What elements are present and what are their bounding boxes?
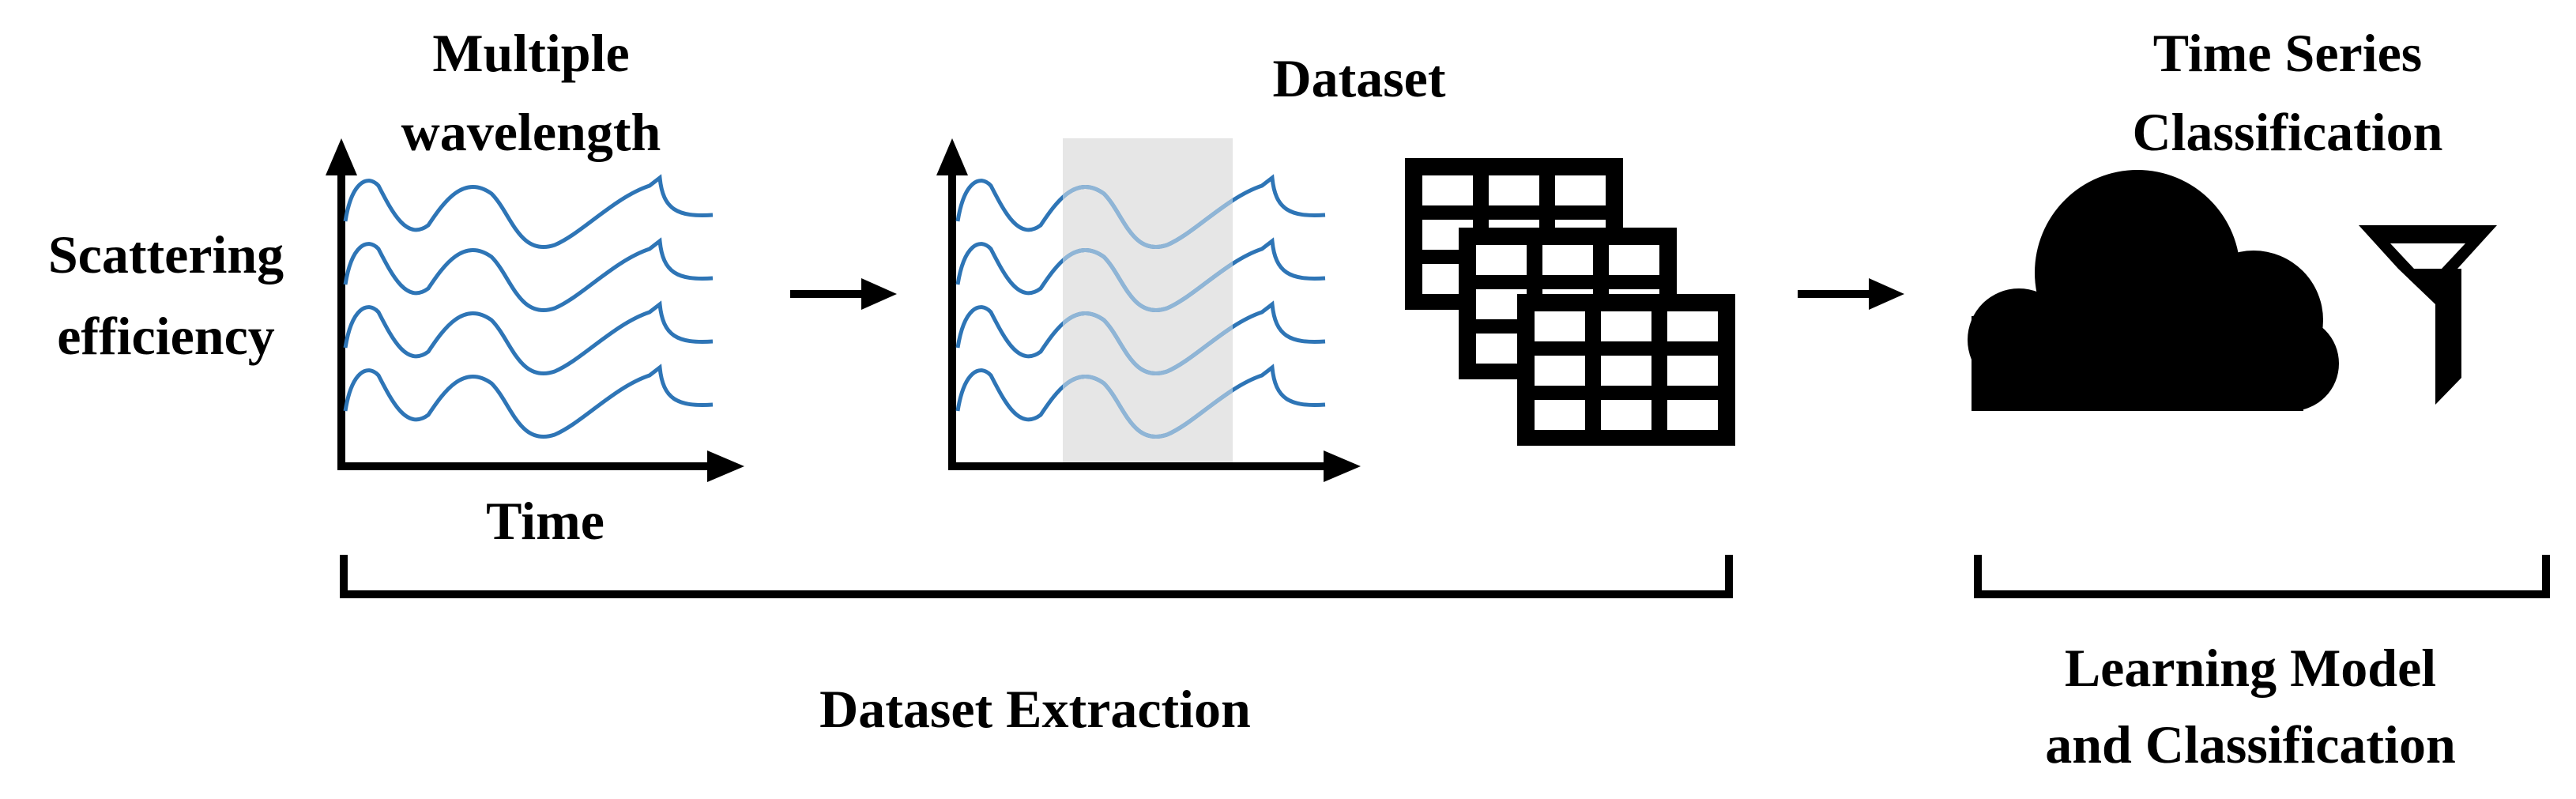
dataset-extraction-label: Dataset Extraction <box>819 679 1251 739</box>
arrow-up-icon <box>326 138 357 175</box>
dataset-tables <box>1405 158 1735 446</box>
scattering-label-line2: efficiency <box>57 306 275 366</box>
wave-line <box>345 178 713 247</box>
x-axis <box>948 450 1361 482</box>
learning-model-label-line1: Learning Model <box>2065 638 2436 698</box>
wave-series <box>345 178 713 437</box>
dataset-label: Dataset <box>1272 48 1445 108</box>
y-axis <box>936 138 968 468</box>
arrow-right-icon <box>790 278 897 310</box>
filter-icon <box>2359 225 2497 405</box>
tsc-label-line1: Time Series <box>2153 23 2423 83</box>
x-axis <box>337 450 744 482</box>
y-axis <box>326 138 357 468</box>
table-icon <box>1517 294 1735 446</box>
multiple-wavelength-label-line2: wavelength <box>401 102 661 162</box>
raw-signal-plot <box>326 138 744 482</box>
wave-line <box>345 367 713 437</box>
tsc-label-line2: Classification <box>2133 102 2443 162</box>
learning-model-label-line2: and Classification <box>2045 714 2456 775</box>
wave-line <box>345 304 713 374</box>
multiple-wavelength-label-line1: Multiple <box>432 23 629 83</box>
dataset-extraction-bracket <box>340 555 1733 598</box>
learning-model-bracket <box>1974 555 2550 598</box>
time-axis-label: Time <box>486 491 604 551</box>
windowed-signal-plot <box>936 138 1361 482</box>
arrow-right-icon <box>1798 278 1904 310</box>
arrow-right-icon <box>1324 450 1361 482</box>
cloud-icon <box>1968 170 2339 411</box>
wave-line <box>345 241 713 311</box>
arrow-up-icon <box>936 138 968 175</box>
scattering-label-line1: Scattering <box>48 224 284 285</box>
arrow-right-icon <box>707 450 744 482</box>
